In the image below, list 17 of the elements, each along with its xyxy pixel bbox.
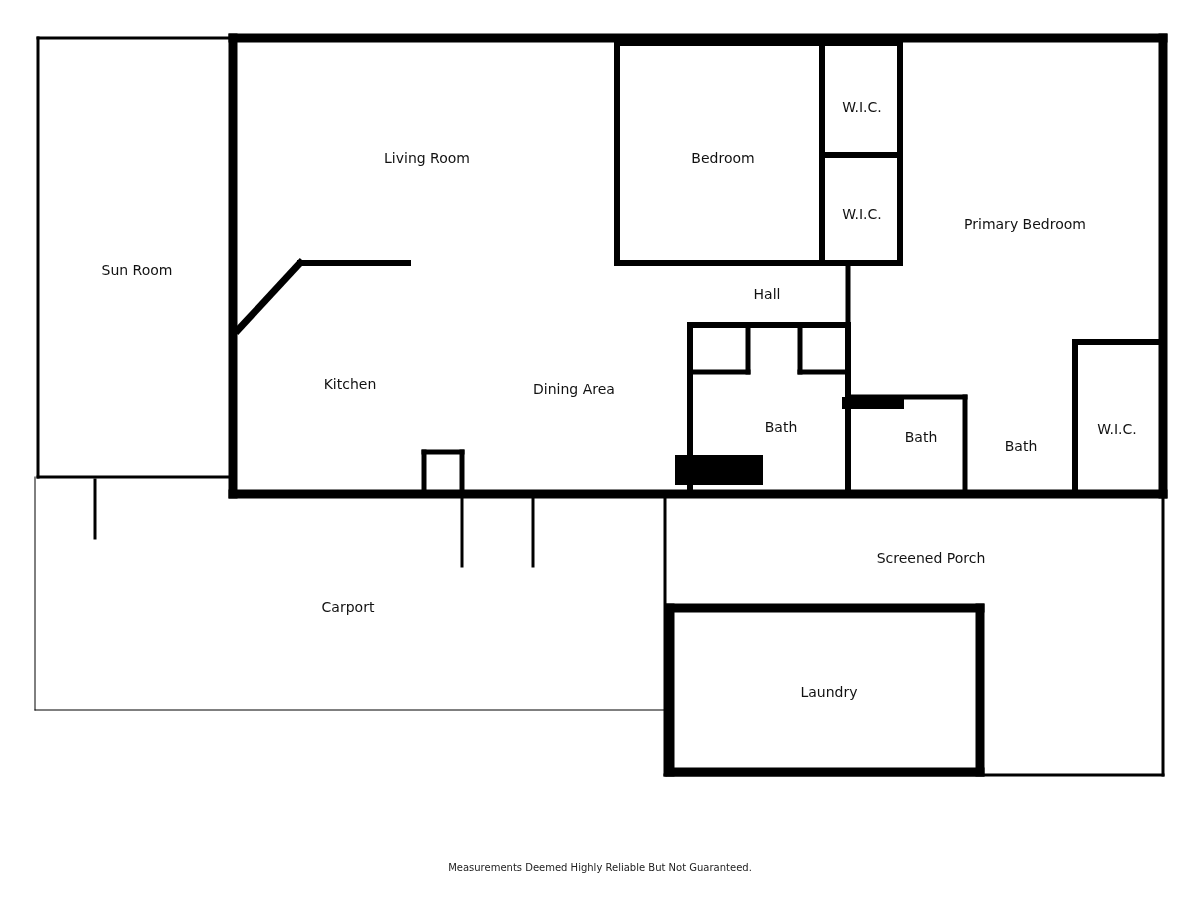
room-label: Carport [321,598,375,616]
room-label: Sun Room [101,261,173,279]
room-label: Bath [904,428,938,446]
room-label: Laundry [800,683,858,701]
room-label: Kitchen [323,375,377,393]
room-label: Bedroom [691,149,755,167]
room-label: Dining Area [533,380,615,398]
room-label: W.I.C. [842,205,882,223]
room-label: Screened Porch [876,549,986,567]
room-label: Hall [753,285,781,303]
room-label: Bath [1004,437,1038,455]
room-label: W.I.C. [842,98,882,116]
footer-note: Measurements Deemed Highly Reliable But Not Guaranteed. [448,862,752,873]
room-label: Living Room [384,149,470,167]
room-label: Bath [764,418,798,436]
room-label: Primary Bedroom [964,215,1086,233]
room-label: W.I.C. [1097,420,1137,438]
